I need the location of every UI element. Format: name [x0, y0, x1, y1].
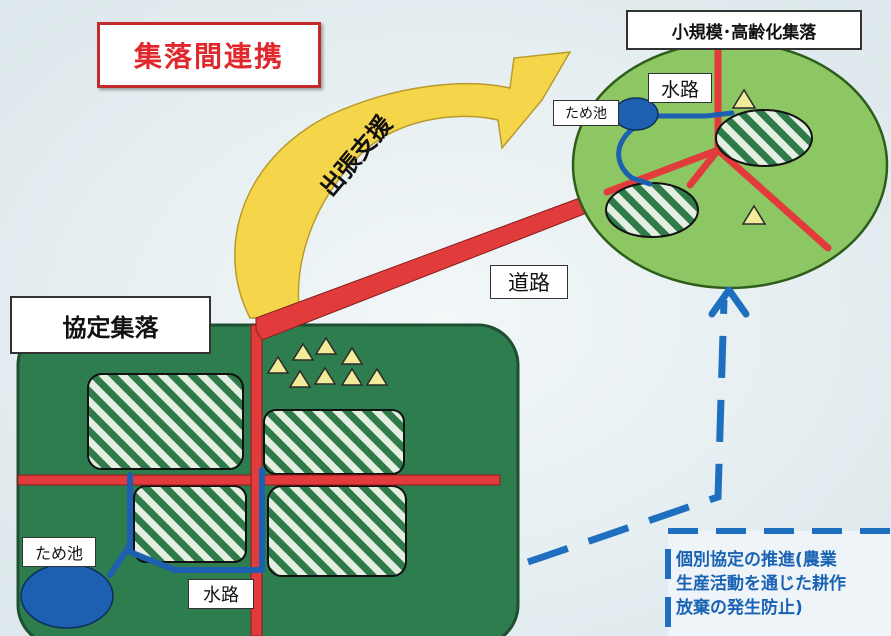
title: 集落間連携 [97, 22, 321, 88]
field [267, 485, 407, 577]
note-line: 放棄の発生防止) [676, 598, 803, 618]
small-village-label: 小規模･高齢化集落 [626, 10, 862, 50]
waterway-channels [107, 467, 265, 578]
note-line: 生産活動を通じた耕作 [676, 574, 846, 594]
field [715, 109, 813, 167]
field [133, 485, 247, 563]
pond-label: ため池 [553, 100, 619, 126]
pond [20, 563, 114, 629]
note-line: 個別協定の推進(農業 [676, 550, 837, 570]
waterway-label: 水路 [188, 579, 254, 609]
dispatch-support-arrow [234, 51, 572, 319]
field [263, 409, 405, 475]
field [605, 182, 699, 238]
waterway-label: 水路 [648, 73, 712, 103]
note-text: 個別協定の推進(農業 生産活動を通じた耕作 放棄の発生防止) [676, 548, 888, 620]
field [87, 373, 244, 470]
forest-triangles [266, 336, 389, 388]
dashed-guide-arrow [526, 299, 728, 566]
dashed-arrowhead [708, 286, 750, 318]
agreement-village-label: 協定集落 [10, 296, 211, 354]
pond-label: ため池 [22, 537, 96, 567]
note-box [665, 528, 891, 636]
road-label: 道路 [490, 265, 568, 299]
forest-triangles [731, 88, 767, 225]
